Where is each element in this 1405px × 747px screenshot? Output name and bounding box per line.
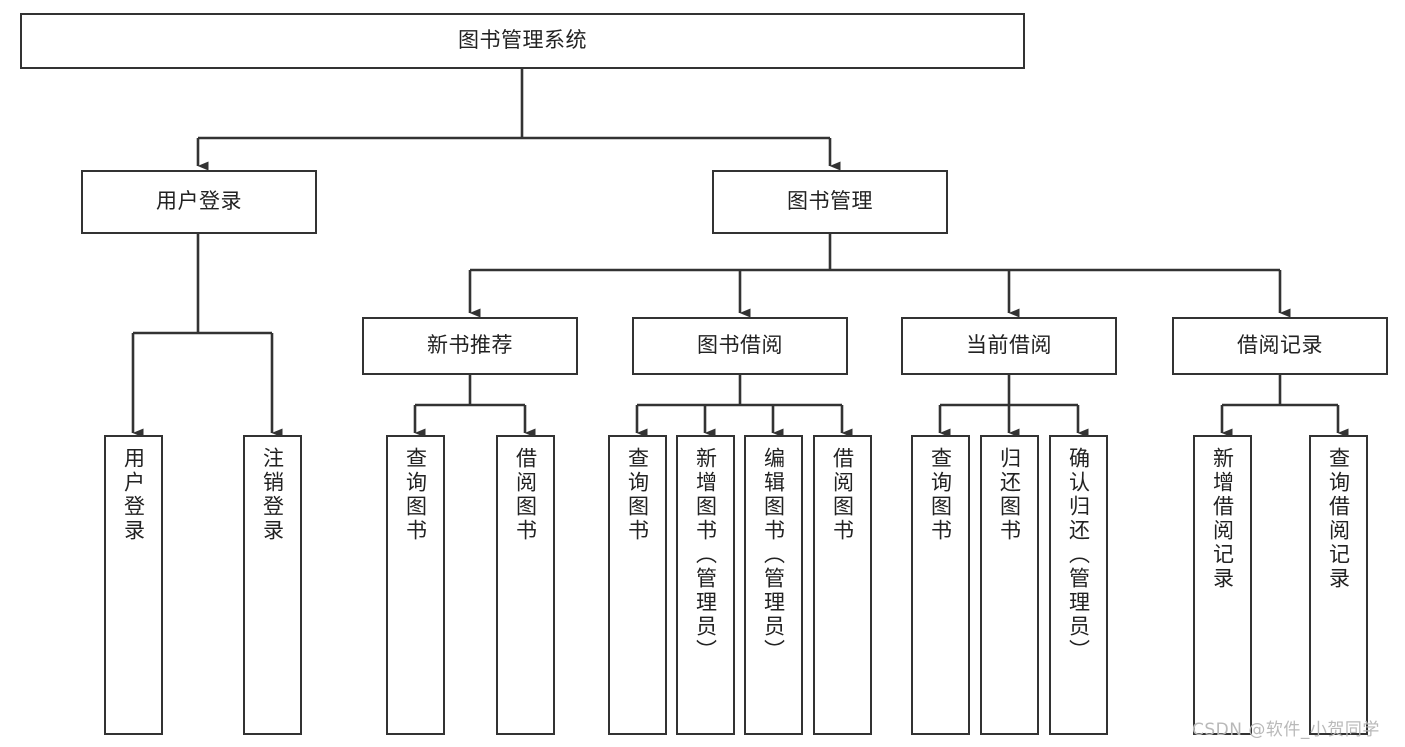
leaf-logout[interactable]: 注销登录 <box>243 435 302 735</box>
node-label: 图书借阅 <box>697 333 783 358</box>
node-label: 查询借阅记录 <box>1326 447 1351 591</box>
leaf-borrow-book[interactable]: 借阅图书 <box>813 435 872 735</box>
node-label: 新书推荐 <box>427 333 513 358</box>
node-book-management[interactable]: 图书管理 <box>712 170 948 234</box>
leaf-query-book-recommend[interactable]: 查询图书 <box>386 435 445 735</box>
leaf-return-book[interactable]: 归还图书 <box>980 435 1039 735</box>
leaf-edit-book-admin[interactable]: 编辑图书（管理员） <box>744 435 803 735</box>
leaf-add-book-admin[interactable]: 新增图书（管理员） <box>676 435 735 735</box>
node-user-login[interactable]: 用户登录 <box>81 170 317 234</box>
node-label: 新增图书（管理员） <box>693 447 718 663</box>
leaf-confirm-return-admin[interactable]: 确认归还（管理员） <box>1049 435 1108 735</box>
leaf-user-login[interactable]: 用户登录 <box>104 435 163 735</box>
leaf-query-borrow-record[interactable]: 查询借阅记录 <box>1309 435 1368 735</box>
node-label: 查询图书 <box>403 447 428 543</box>
node-label: 查询图书 <box>625 447 650 543</box>
node-new-book-recommend[interactable]: 新书推荐 <box>362 317 578 375</box>
node-label: 用户登录 <box>156 189 242 214</box>
leaf-query-book-borrow[interactable]: 查询图书 <box>608 435 667 735</box>
node-label: 新增借阅记录 <box>1210 447 1235 591</box>
node-label: 查询图书 <box>928 447 953 543</box>
node-label: 当前借阅 <box>966 333 1052 358</box>
csdn-watermark: CSDN @软件_小贺同学 <box>1192 720 1380 740</box>
node-root-book-management-system[interactable]: 图书管理系统 <box>20 13 1025 69</box>
node-label: 图书管理系统 <box>458 28 587 53</box>
node-label: 用户登录 <box>121 447 146 543</box>
leaf-borrow-book-recommend[interactable]: 借阅图书 <box>496 435 555 735</box>
node-book-borrow[interactable]: 图书借阅 <box>632 317 848 375</box>
node-label: 确认归还（管理员） <box>1066 447 1091 663</box>
node-label: 归还图书 <box>997 447 1022 543</box>
node-borrow-record[interactable]: 借阅记录 <box>1172 317 1388 375</box>
node-label: 图书管理 <box>787 189 873 214</box>
node-current-borrow[interactable]: 当前借阅 <box>901 317 1117 375</box>
node-label: 借阅图书 <box>830 447 855 543</box>
node-label: 编辑图书（管理员） <box>761 447 786 663</box>
leaf-query-book-current[interactable]: 查询图书 <box>911 435 970 735</box>
leaf-add-borrow-record[interactable]: 新增借阅记录 <box>1193 435 1252 735</box>
node-label: 注销登录 <box>260 447 285 543</box>
node-label: 借阅记录 <box>1237 333 1323 358</box>
node-label: 借阅图书 <box>513 447 538 543</box>
